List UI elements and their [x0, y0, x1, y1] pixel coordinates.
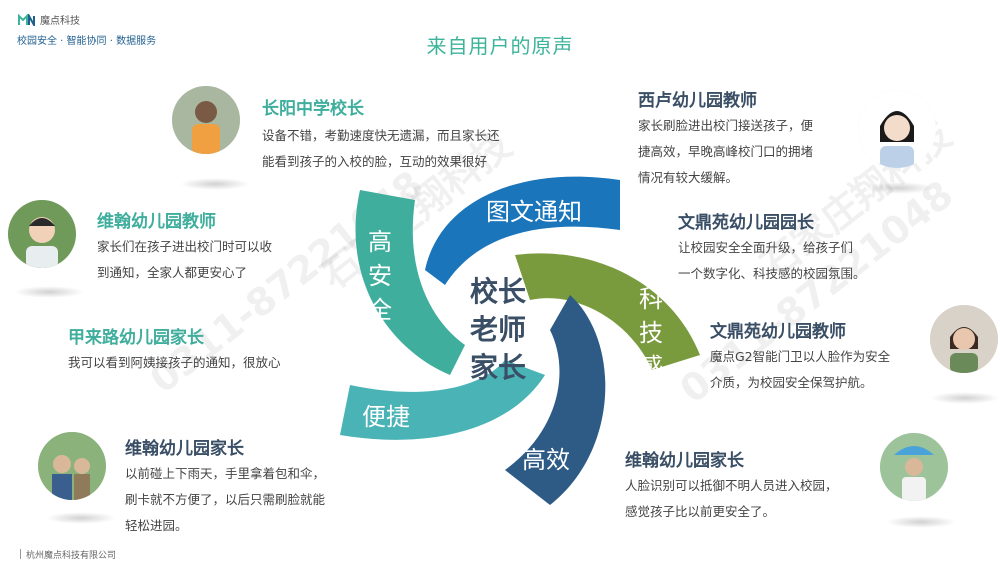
testimonial-name: 文鼎苑幼儿园园长 — [678, 213, 814, 233]
avatar — [38, 432, 106, 500]
avatar-shadow — [864, 182, 934, 194]
testimonial-quote: 人脸识别可以抵御不明人员进入校园， 感觉孩子比以前更安全了。 — [625, 478, 838, 519]
testimonial-quote: 设备不错，考勤速度快无遗漏，而且家长还 能看到孩子的入校的脸，互动的效果很好 — [262, 128, 500, 169]
pinwheel-diagram — [340, 176, 700, 505]
petal-label-efficient: 高效 — [522, 446, 570, 474]
page-title: 来自用户的原声 — [426, 34, 574, 58]
avatar — [8, 200, 76, 268]
avatar-shadow — [46, 512, 116, 524]
testimonial-card: 文鼎苑幼儿园园长 让校园安全全面升级，给孩子们 一个数字化、科技感的校园氛围。 — [678, 208, 898, 287]
testimonial-name: 维翰幼儿园家长 — [125, 439, 244, 459]
petal-label-tech: 科技感 — [639, 285, 663, 381]
testimonial-card: 维翰幼儿园教师 家长们在孩子进出校门时可以收 到通知，全家人都更安心了 — [97, 207, 337, 286]
brand-mark-icon — [18, 13, 35, 26]
petal-label-notice: 图文通知 — [486, 198, 582, 226]
brand-name: 魔点科技 — [40, 16, 80, 27]
testimonial-quote: 家长们在孩子进出校门时可以收 到通知，全家人都更安心了 — [97, 239, 273, 280]
petal-label-convenient: 便捷 — [362, 403, 410, 431]
petal-label-safe: 高安全 — [368, 228, 392, 324]
petal-convenient — [340, 360, 545, 440]
testimonial-card: 甲来路幼儿园家长 我可以看到阿姨接孩子的通知，很放心 — [68, 323, 348, 376]
testimonial-name: 甲来路幼儿园家长 — [68, 328, 204, 348]
petal-notice — [425, 176, 620, 285]
avatar — [880, 433, 948, 501]
testimonial-card: 长阳中学校长 设备不错，考勤速度快无遗漏，而且家长还 能看到孩子的入校的脸，互动… — [262, 94, 562, 175]
avatar — [930, 305, 998, 373]
testimonial-name: 维翰幼儿园教师 — [97, 212, 216, 232]
footer-company: 杭州魔点科技有限公司 — [19, 548, 116, 561]
testimonial-card: 西卢幼儿园教师 家长刷脸进出校门接送孩子，便 捷高效，早晚高峰校门口的拥堵 情况… — [638, 86, 858, 191]
petal-tech — [515, 253, 700, 370]
testimonial-name: 西卢幼儿园教师 — [638, 91, 757, 111]
testimonial-quote: 以前碰上下雨天，手里拿着包和伞， 刷卡就不方便了，以后只需刷脸就能 轻松进园。 — [125, 466, 326, 533]
center-label: 校长 老师 家长 — [469, 275, 526, 384]
testimonial-card: 文鼎苑幼儿园教师 魔点G2智能门卫以人脸作为安全 介质，为校园安全保驾护航。 — [710, 317, 930, 396]
avatar-shadow — [886, 516, 956, 528]
avatar — [172, 86, 240, 154]
petal-safe — [355, 190, 465, 375]
testimonial-quote: 家长刷脸进出校门接送孩子，便 捷高效，早晚高峰校门口的拥堵 情况有较大缓解。 — [638, 118, 814, 185]
testimonial-name: 文鼎苑幼儿园教师 — [710, 322, 846, 342]
testimonial-name: 维翰幼儿园家长 — [625, 451, 744, 471]
avatar-shadow — [930, 392, 1000, 404]
testimonial-name: 长阳中学校长 — [262, 99, 364, 119]
avatar — [858, 90, 936, 168]
petal-efficient — [505, 295, 606, 505]
testimonial-quote: 我可以看到阿姨接孩子的通知，很放心 — [68, 355, 281, 370]
testimonial-card: 维翰幼儿园家长 以前碰上下雨天，手里拿着包和伞， 刷卡就不方便了，以后只需刷脸就… — [125, 434, 375, 539]
brand-logo: 魔点科技 — [18, 12, 80, 27]
testimonial-card: 维翰幼儿园家长 人脸识别可以抵御不明人员进入校园， 感觉孩子比以前更安全了。 — [625, 446, 875, 525]
avatar-shadow — [14, 286, 84, 298]
brand-tagline: 校园安全 · 智能协同 · 数据服务 — [17, 36, 157, 47]
testimonial-quote: 让校园安全全面升级，给孩子们 一个数字化、科技感的校园氛围。 — [678, 240, 866, 281]
testimonial-quote: 魔点G2智能门卫以人脸作为安全 介质，为校园安全保驾护航。 — [710, 349, 891, 390]
avatar-shadow — [180, 178, 250, 190]
